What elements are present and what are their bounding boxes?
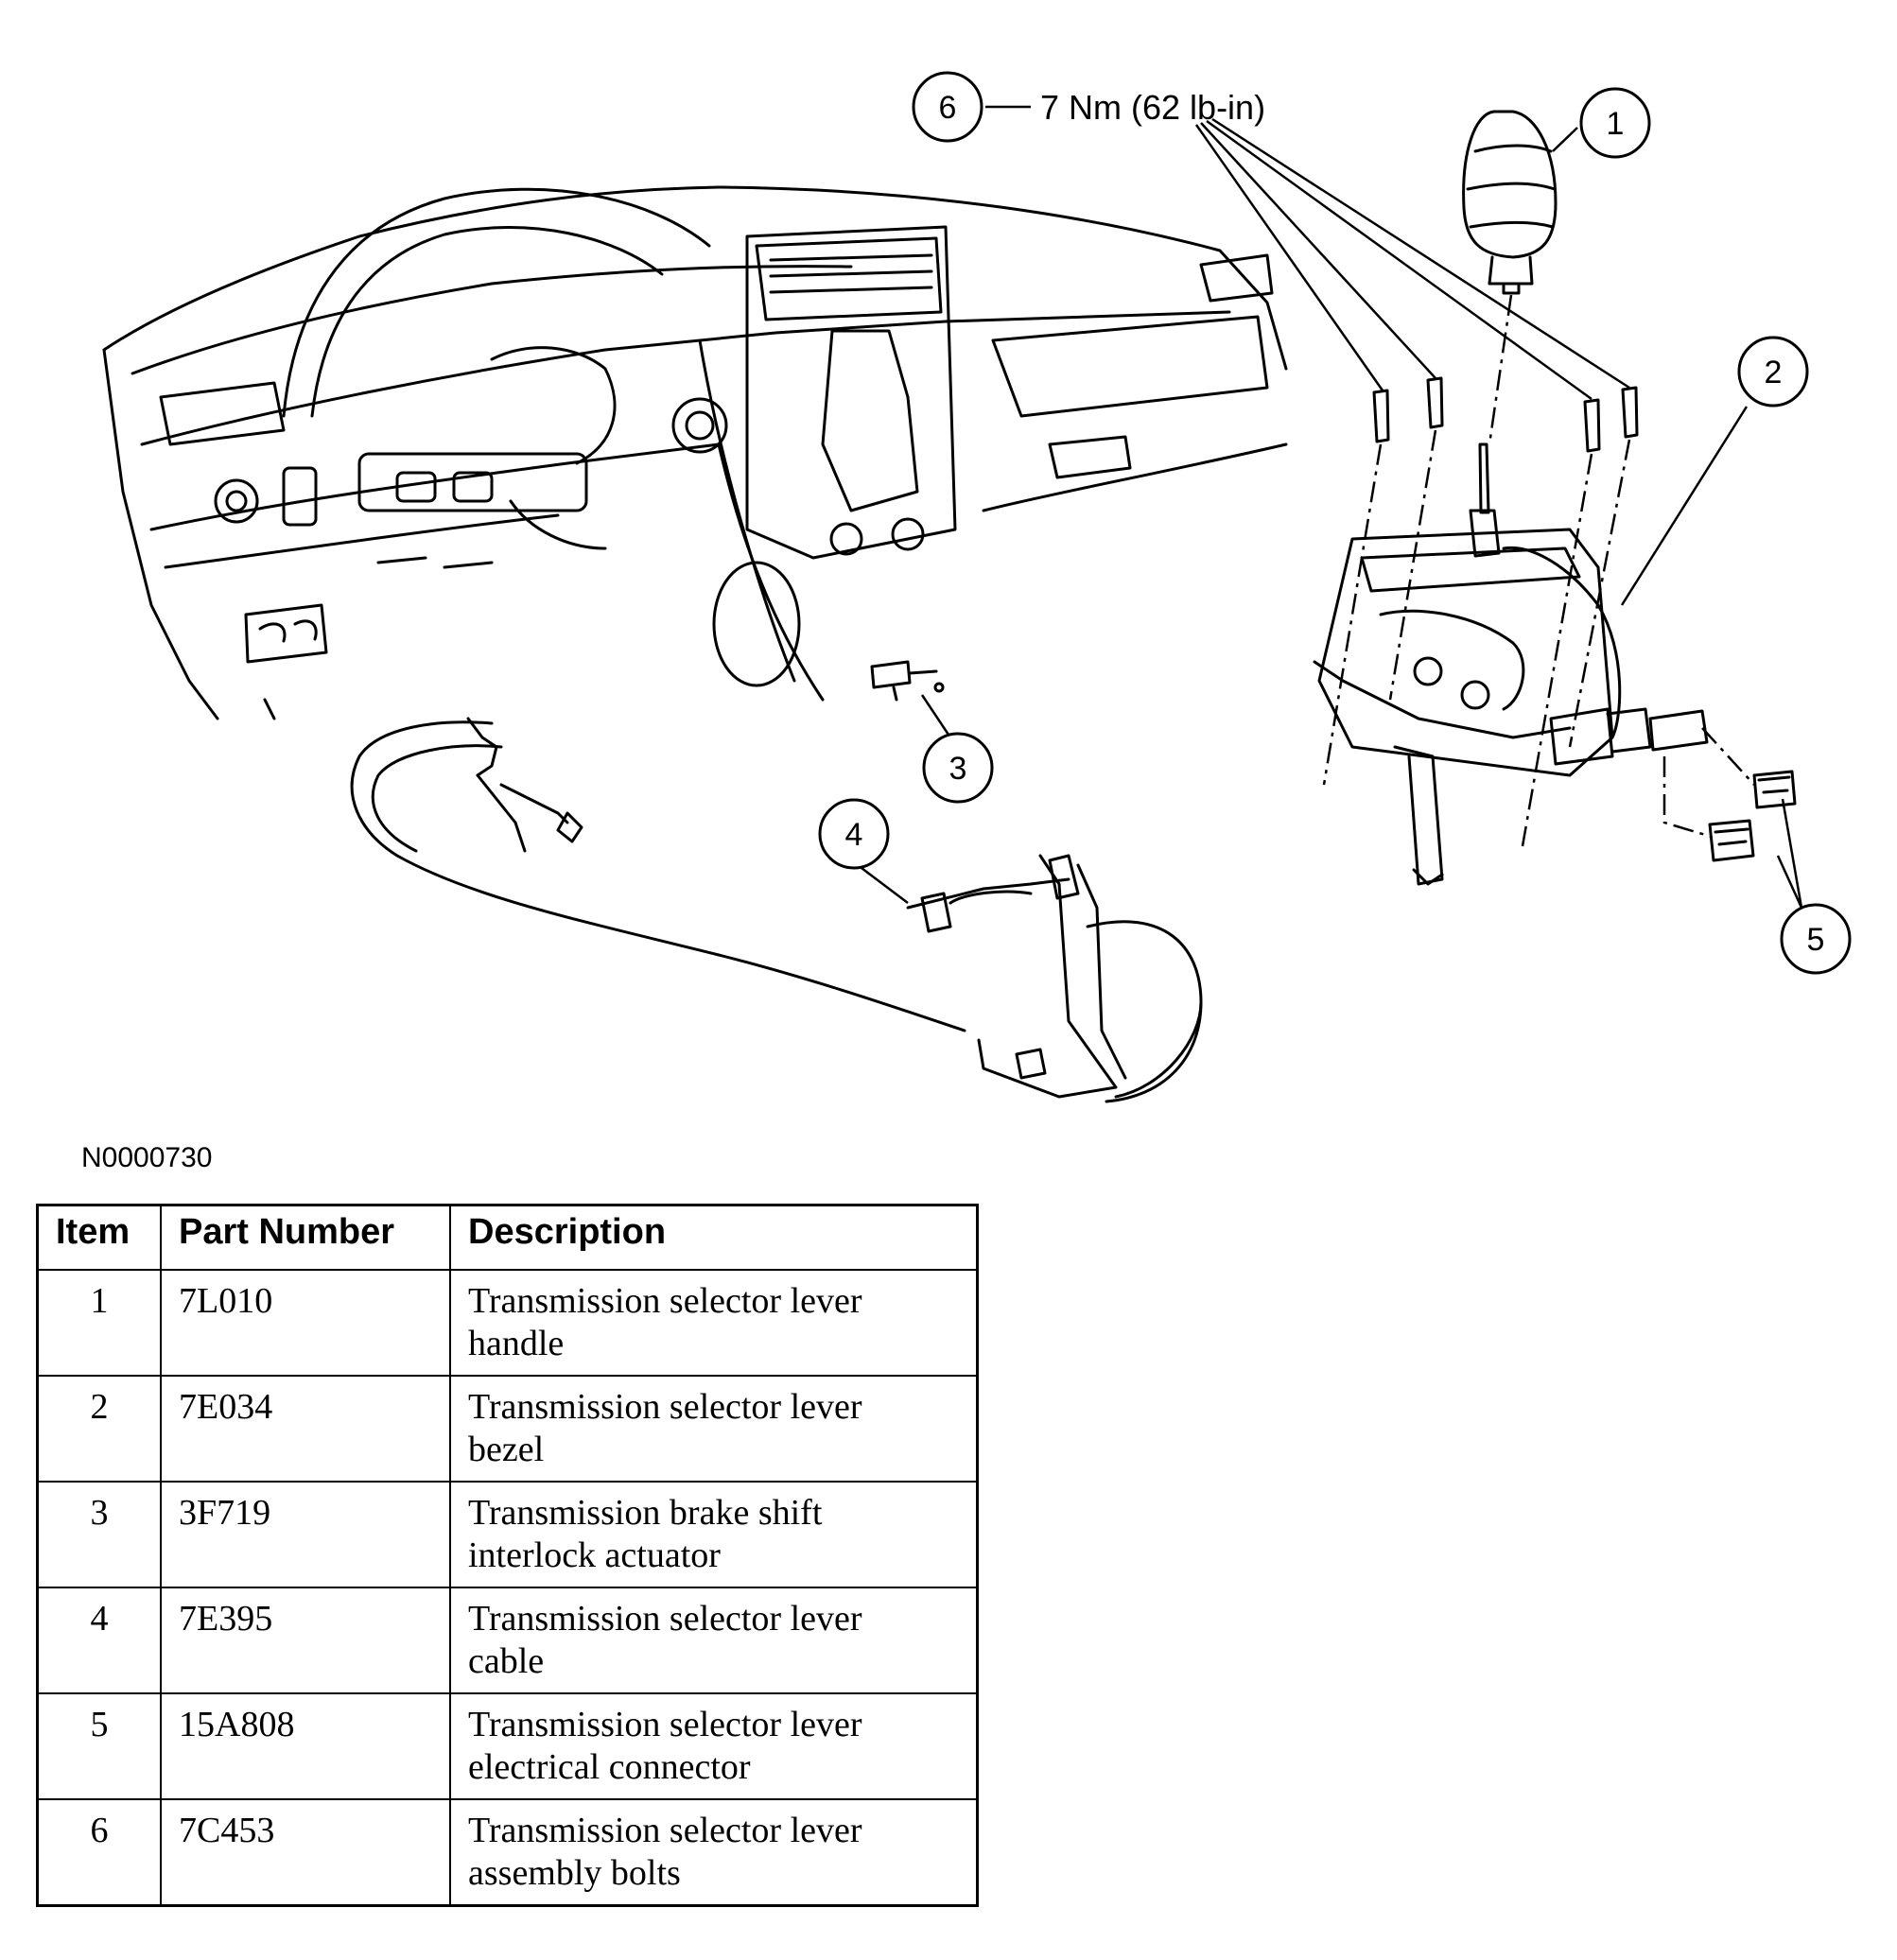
part-number-cell: 7C453 — [160, 1798, 451, 1907]
description-line: Transmission selector lever — [468, 1281, 862, 1321]
description-line: Transmission selector lever — [468, 1599, 862, 1639]
parts-table: Item Part Number Description 1 7L010 Tra… — [36, 1204, 979, 1907]
assembly-bolts-drawing — [1372, 376, 1639, 453]
description-line: interlock actuator — [468, 1535, 721, 1575]
callout-2: 2 — [1737, 336, 1809, 408]
callout-3: 3 — [922, 732, 994, 804]
part-number-cell: 7L010 — [160, 1269, 451, 1377]
description-line: bezel — [468, 1430, 545, 1469]
instrument-panel-drawing — [102, 185, 1288, 720]
selector-lever-handle-drawing — [1462, 110, 1558, 295]
description-line: electrical connector — [468, 1747, 751, 1787]
item-cell: 3 — [36, 1481, 162, 1588]
part-number-cell: 7E034 — [160, 1375, 451, 1483]
description-line: Transmission selector lever — [468, 1811, 862, 1850]
item-cell: 5 — [36, 1692, 162, 1800]
callout-1: 1 — [1579, 87, 1651, 159]
callout-4: 4 — [818, 798, 890, 870]
column-header-item: Item — [36, 1204, 162, 1271]
description-line: handle — [468, 1324, 565, 1363]
leader-lines — [857, 105, 1803, 909]
torque-spec-label: 7 Nm (62 lb-in) — [1040, 88, 1265, 127]
description-line: Transmission selector lever — [468, 1387, 862, 1427]
svg-text:3: 3 — [949, 751, 967, 787]
table-header-row: Item Part Number Description — [36, 1204, 979, 1271]
item-cell: 6 — [36, 1798, 162, 1907]
selector-lever-cable-drawing — [350, 717, 1203, 1103]
part-number-cell: 7E395 — [160, 1587, 451, 1694]
interlock-actuator-drawing — [870, 660, 945, 702]
part-number-cell: 3F719 — [160, 1481, 451, 1588]
description-line: Transmission selector lever — [468, 1705, 862, 1744]
column-header-description: Description — [449, 1204, 979, 1271]
selector-lever-assembly-drawing — [1313, 442, 1709, 886]
svg-text:1: 1 — [1607, 106, 1625, 142]
item-cell: 1 — [36, 1269, 162, 1377]
description-line: Transmission brake shift — [468, 1493, 823, 1533]
alignment-lines — [1322, 294, 1755, 847]
svg-text:4: 4 — [845, 817, 863, 853]
column-header-part-number: Part Number — [160, 1204, 451, 1271]
item-cell: 2 — [36, 1375, 162, 1483]
svg-text:5: 5 — [1807, 922, 1825, 958]
figure-id: N0000730 — [81, 1142, 213, 1173]
callout-5: 5 — [1780, 903, 1852, 975]
description-line: cable — [468, 1641, 545, 1681]
electrical-connectors-drawing — [1708, 770, 1797, 862]
callout-6: 6 — [912, 71, 983, 143]
svg-text:2: 2 — [1765, 355, 1783, 390]
exploded-view-diagram: 1 2 3 4 5 6 7 Nm (62 lb-in) — [102, 71, 1852, 1103]
part-number-cell: 15A808 — [160, 1692, 451, 1800]
item-cell: 4 — [36, 1587, 162, 1694]
svg-text:6: 6 — [939, 90, 957, 126]
description-line: assembly bolts — [468, 1853, 681, 1893]
